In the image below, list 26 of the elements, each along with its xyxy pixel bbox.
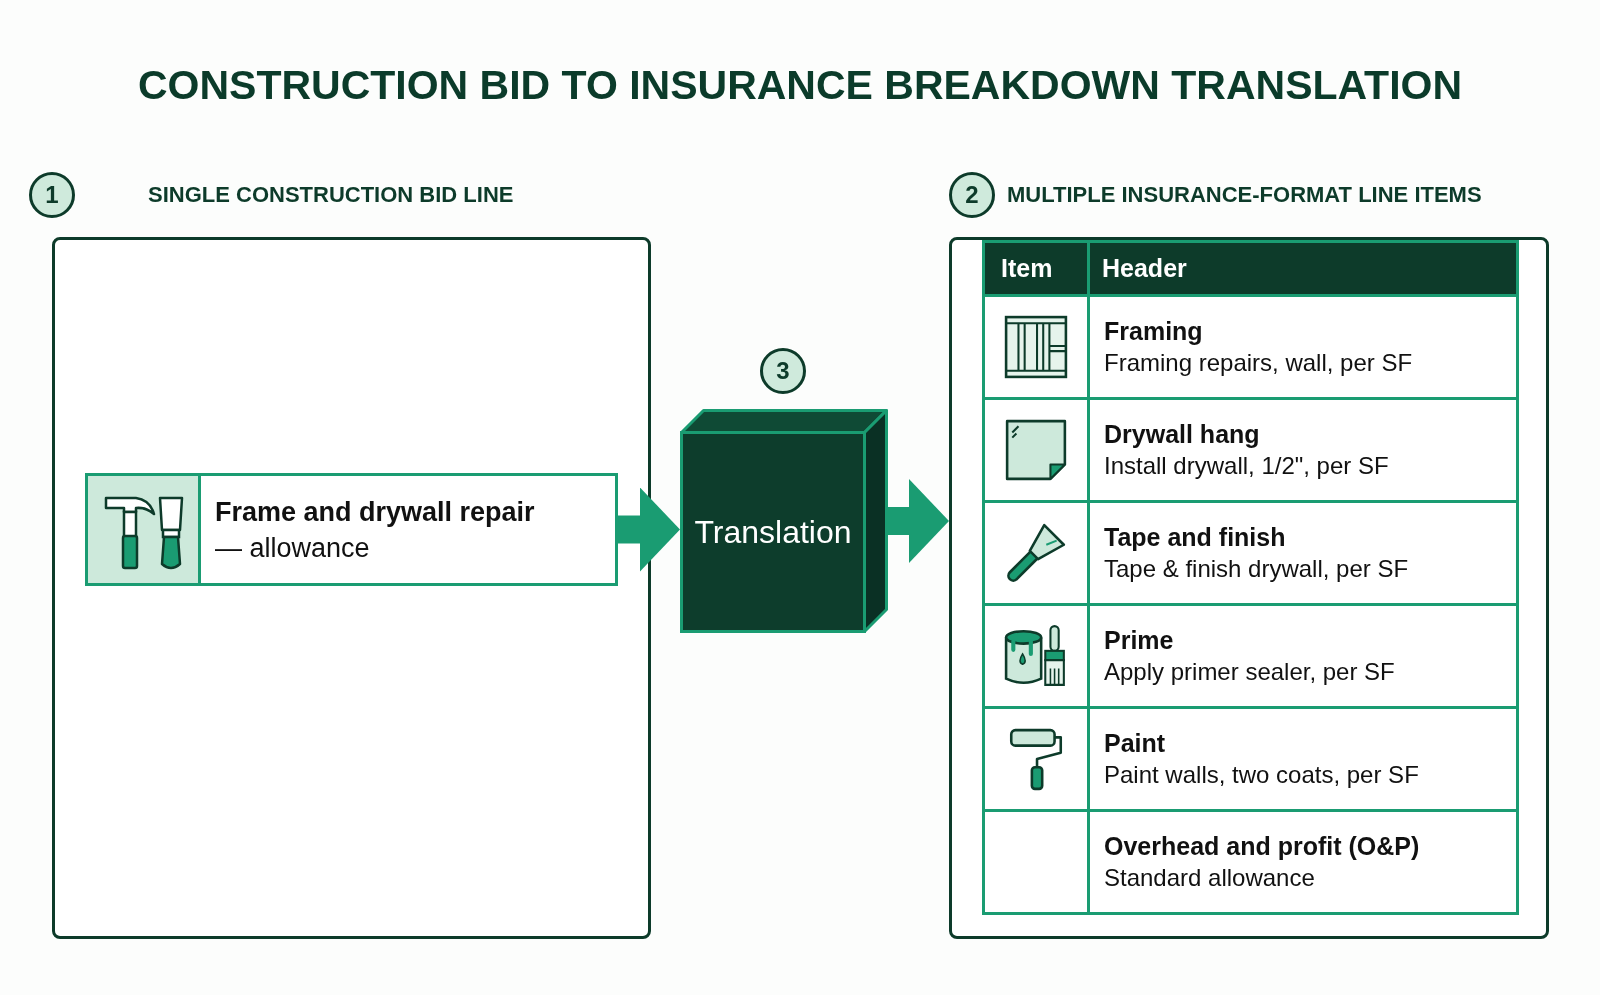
item-description: Paint walls, two coats, per SF	[1104, 760, 1419, 790]
column-header: Item	[983, 241, 1089, 296]
item-title: Tape and finish	[1104, 522, 1286, 553]
item-title: Paint	[1104, 728, 1166, 759]
item-note: — allowance	[215, 531, 370, 564]
column-header: Header	[1088, 241, 1518, 296]
block-label: Translation	[694, 513, 852, 551]
step-number-badge: 2	[949, 172, 995, 218]
item-description: Tape & finish drywall, per SF	[1104, 554, 1409, 584]
item-title: Overhead and profit (O&P)	[1104, 831, 1420, 862]
diagram-title: CONSTRUCTION BID TO INSURANCE BREAKDOWN TRANSLATION	[137, 61, 1463, 109]
item-description: Install drywall, 1/2", per SF	[1104, 451, 1389, 481]
item-title: Framing	[1104, 316, 1203, 347]
item-title: Drywall hang	[1104, 419, 1260, 450]
item-description: Apply primer sealer, per SF	[1104, 657, 1395, 687]
step-number-badge: 1	[29, 172, 75, 218]
item-title: Prime	[1104, 625, 1174, 656]
arrow	[618, 487, 680, 572]
section-heading: SINGLE CONSTRUCTION BID LINE	[148, 182, 514, 208]
item-description: Framing repairs, wall, per SF	[1104, 348, 1413, 378]
step-number-badge: 3	[760, 348, 806, 394]
section-heading: MULTIPLE INSURANCE-FORMAT LINE ITEMS	[1007, 182, 1482, 208]
item-title: Frame and drywall repair	[215, 495, 535, 528]
arrow	[888, 479, 949, 563]
item-description: Standard allowance	[1104, 863, 1315, 893]
line-item-box	[85, 473, 618, 586]
